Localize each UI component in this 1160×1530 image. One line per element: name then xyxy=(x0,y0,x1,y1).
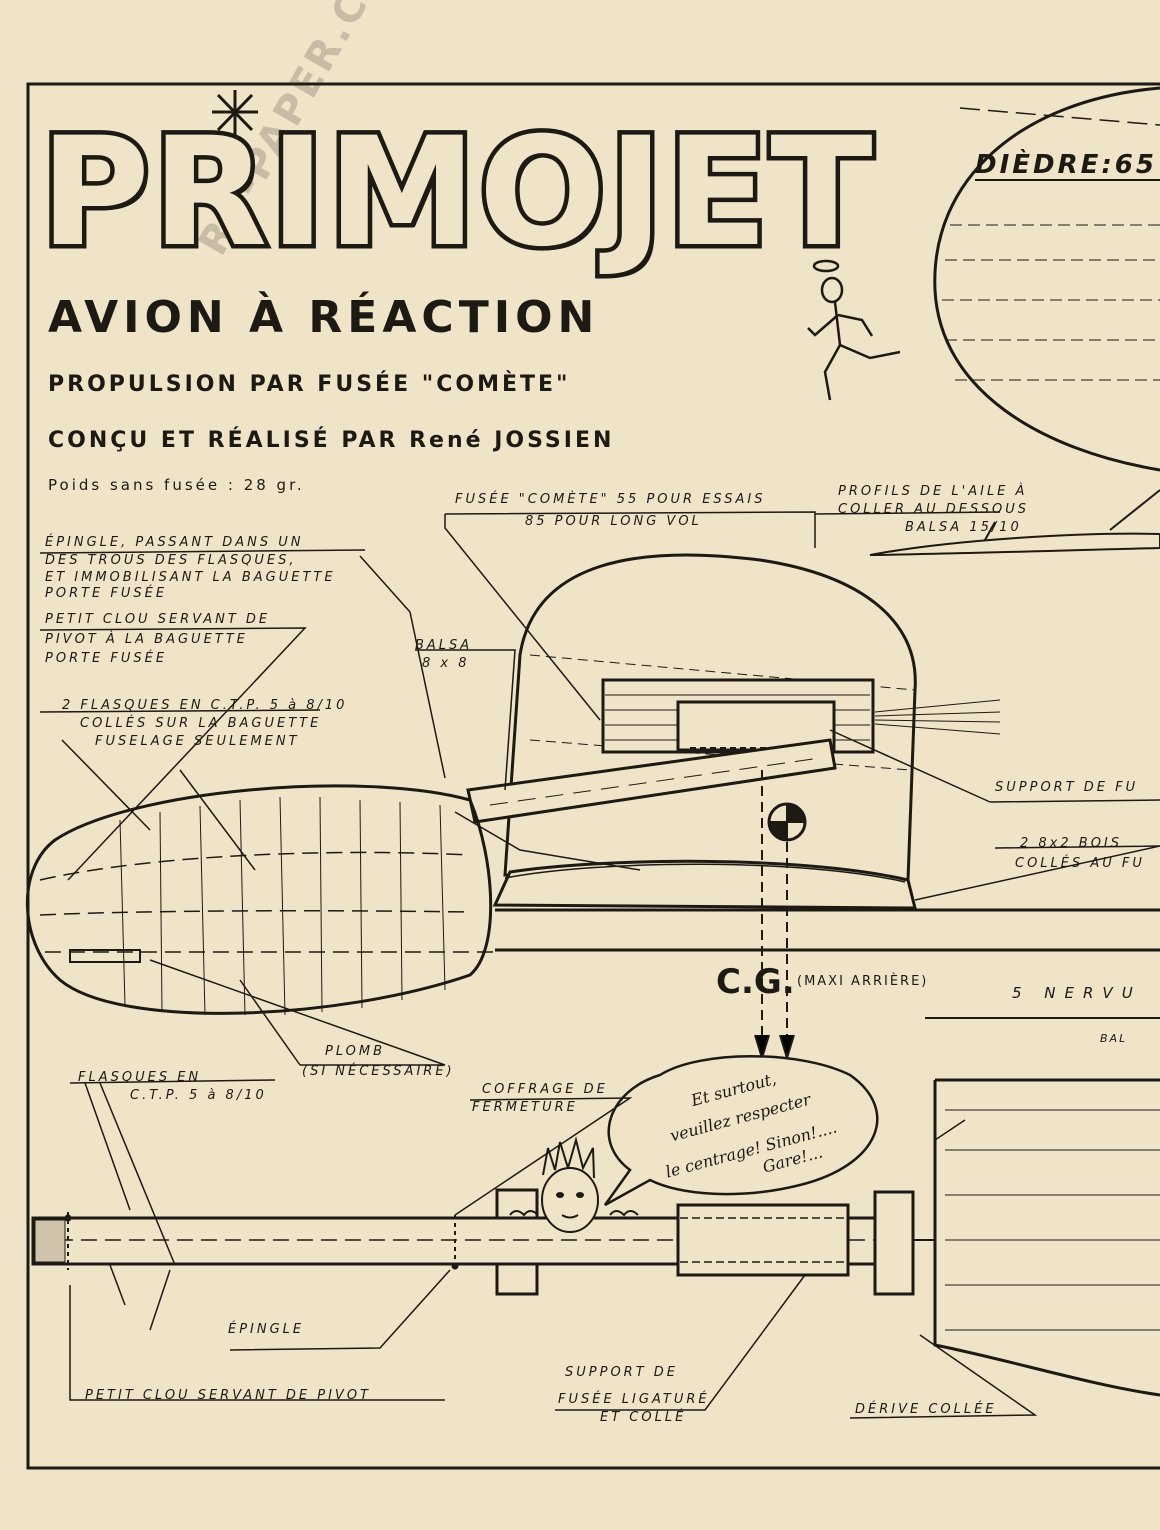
label-bois-1: 2 8x2 BOIS xyxy=(1020,836,1123,851)
label-nail-2: PIVOT À LA BAGUETTE xyxy=(45,632,248,647)
fuselage-top-view xyxy=(31,1188,935,1296)
label-coffrage-2: FERMETURE xyxy=(472,1100,578,1115)
label-flasques-en-1: FLASQUES EN xyxy=(78,1070,202,1085)
rocket-block xyxy=(601,678,1001,754)
label-petit-clou: PETIT CLOU SERVANT DE PIVOT xyxy=(85,1388,371,1403)
cg-label: C.G. xyxy=(716,962,795,1002)
page-title: PRIMOJET xyxy=(36,106,878,280)
label-plomb-1: PLOMB xyxy=(325,1044,386,1059)
rocket-holder-stick xyxy=(466,738,837,824)
label-support-fu: SUPPORT DE FU xyxy=(995,780,1139,795)
wing-profile xyxy=(869,532,1160,556)
label-balsa-2: 8 x 8 xyxy=(422,656,470,671)
stick-figure-icon xyxy=(807,259,901,401)
label-derive: DÉRIVE COLLÉE xyxy=(855,1402,997,1417)
label-wing-profiles-3: BALSA 15/10 xyxy=(905,520,1022,535)
label-pin-1: ÉPINGLE, PASSANT DANS UN xyxy=(45,535,304,550)
label-flasques-3: FUSELAGE SEULEMENT xyxy=(95,734,300,749)
label-pin-3: ET IMMOBILISANT LA BAGUETTE xyxy=(45,570,336,585)
label-rocket-2: 85 POUR LONG VOL xyxy=(525,514,702,529)
peeking-face-icon xyxy=(509,1136,639,1233)
label-coffrage-1: COFFRAGE DE xyxy=(482,1082,608,1097)
label-pin-4: PORTE FUSÉE xyxy=(45,586,168,601)
speech-bubble xyxy=(603,1055,879,1207)
label-nervures: 5 NERVU xyxy=(1012,984,1142,1002)
label-bois-2: COLLÉS AU FU xyxy=(1015,856,1145,871)
star-icon xyxy=(212,90,258,135)
label-bal: BAL xyxy=(1100,1032,1128,1045)
label-flasques-2: COLLÉS SUR LA BAGUETTE xyxy=(80,716,322,731)
label-wing-profiles-1: PROFILS DE L'AILE À xyxy=(838,484,1028,499)
label-flasques-1: 2 FLASQUES EN C.T.P. 5 à 8/10 xyxy=(62,698,348,713)
label-balsa-1: BALSA xyxy=(415,638,473,653)
rudder-lower xyxy=(933,1078,1160,1397)
cg-symbol-icon xyxy=(754,770,807,1062)
dihedral-text: DIÈDRE:65 xyxy=(975,150,1157,180)
label-support-fusee-2: FUSÉE LIGATURÉ xyxy=(558,1392,710,1407)
propulsion-text: PROPULSION PAR FUSÉE "COMÈTE" xyxy=(48,372,571,397)
label-pin-2: DES TROUS DES FLASQUES, xyxy=(45,553,297,568)
label-epingle: ÉPINGLE xyxy=(228,1322,305,1337)
designer-text: CONÇU ET RÉALISÉ PAR René JOSSIEN xyxy=(48,428,615,453)
label-nail-1: PETIT CLOU SERVANT DE xyxy=(45,612,271,627)
wing-planform xyxy=(933,86,1160,472)
label-wing-profiles-2: COLLER AU DESSOUS xyxy=(838,502,1029,517)
label-plomb-2: (SI NÉCESSAIRE) xyxy=(302,1064,455,1079)
cg-note: (MAXI ARRIÈRE) xyxy=(797,974,929,989)
weight-text: Poids sans fusée : 28 gr. xyxy=(48,476,305,494)
leader-lines xyxy=(39,511,1160,901)
fuselage-base xyxy=(492,859,917,910)
label-rocket-1: FUSÉE "COMÈTE" 55 POUR ESSAIS xyxy=(455,492,766,507)
label-support-fusee-1: SUPPORT DE xyxy=(565,1365,679,1380)
label-nail-3: PORTE FUSÉE xyxy=(45,651,168,666)
label-flasques-en-2: C.T.P. 5 à 8/10 xyxy=(130,1088,267,1103)
plan-border xyxy=(26,82,1160,1470)
subtitle: AVION À RÉACTION xyxy=(48,292,600,343)
nose-pod xyxy=(26,784,495,1016)
label-support-fusee-3: ET COLLÉ xyxy=(600,1410,687,1425)
